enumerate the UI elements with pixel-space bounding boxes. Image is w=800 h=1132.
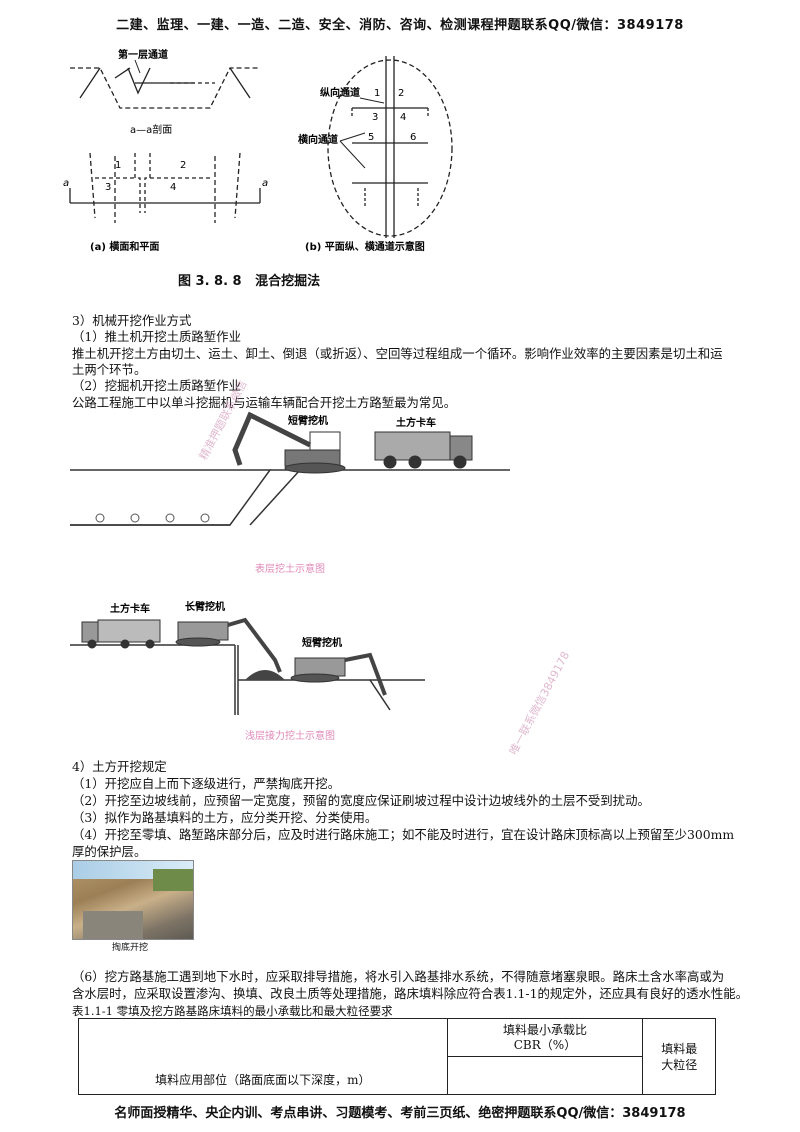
figure-388-right: 纵向通道 横向通道 1 2 3 4 5 6 (b) 平面纵、横通道示意图 <box>298 56 453 253</box>
figure-surface-excavation: 短臂挖机 土方卡车 <box>70 411 510 526</box>
watermark-2: 唯一联系微信3849178 <box>506 649 573 758</box>
cell-r6: 6 <box>410 132 416 143</box>
sub-caption-b: (b) 平面纵、横通道示意图 <box>305 240 425 253</box>
table-col2-line1: 填料最小承载比 <box>502 1022 587 1037</box>
label-truck-1: 土方卡车 <box>396 416 436 429</box>
table-header-col3: 填料最 大粒径 <box>642 1018 716 1095</box>
table-col3-line1: 填料最 <box>661 1041 698 1056</box>
cell-r2: 2 <box>398 88 404 99</box>
rule-6-line1: （6）挖方路基施工遇到地下水时，应采取排导措施，将水引入路基排水系统，不得随意堵… <box>72 969 725 984</box>
table-col3-line2: 大粒径 <box>661 1057 698 1072</box>
item2-title: （2）挖掘机开挖土质路堑作业 <box>72 378 241 393</box>
label-section: a—a剖面 <box>130 123 172 136</box>
page-header: 二建、监理、一建、一造、二造、安全、消防、咨询、检测课程押题联系QQ/微信：38… <box>116 18 684 33</box>
label-short-arm: 短臂挖机 <box>288 414 328 427</box>
excavation-photo <box>72 860 194 940</box>
table-1-1: 填料应用部位（路面底面以下深度，m） 填料最小承载比 CBR（%） 填料最 大粒… <box>78 1018 716 1095</box>
figure-388-left: 第一层通道 a—a剖面 a a 1 2 3 4 (a) 横面和平面 <box>63 48 268 253</box>
rule-2: （2）开挖至边坡线前，应预留一定宽度，预留的宽度应保证刷坡过程中设计边坡线外的土… <box>72 793 650 808</box>
item1-title: （1）推土机开挖土质路堑作业 <box>72 329 241 344</box>
rule-6-line2: 含水层时，应采取设置渗沟、换填、改良土质等处理措施，路床填料除应符合表1.1-1… <box>72 986 749 1001</box>
page-footer: 名师面授精华、央企内训、考点串讲、习题模考、考前三页纸、绝密押题联系QQ/微信：… <box>114 1106 686 1121</box>
caption-surface: 表层挖土示意图 <box>255 564 325 575</box>
caption-shallow: 浅层接力挖土示意图 <box>245 731 335 742</box>
label-short-arm-2: 短臂挖机 <box>302 636 342 649</box>
table-col1-label: 填料应用部位（路面底面以下深度，m） <box>155 1073 371 1087</box>
item1-line1: 推土机开挖土方由切土、运土、卸土、倒退（或折返）、空回等过程组成一个循环。影响作… <box>72 346 723 361</box>
label-a-right: a <box>262 178 268 189</box>
table-col2-line2: CBR（%） <box>513 1037 577 1052</box>
cell-3: 3 <box>105 182 111 193</box>
table-subcell <box>446 1056 644 1095</box>
figure-caption: 图 3. 8. 8 混合挖掘法 <box>178 274 321 289</box>
item1-line2: 土两个环节。 <box>72 362 147 377</box>
label-longitudinal: 纵向通道 <box>320 86 360 99</box>
table-title: 表1.1-1 零填及挖方路基路床填料的最小承载比和最大粒径要求 <box>72 1004 393 1018</box>
cell-r5: 5 <box>368 132 374 143</box>
figure-shallow-relay: 土方卡车 长臂挖机 短臂挖机 <box>70 600 425 715</box>
sub-caption-a: (a) 横面和平面 <box>90 240 159 253</box>
item2-line1: 公路工程施工中以单斗挖掘机与运输车辆配合开挖土方路堑最为常见。 <box>72 395 457 410</box>
table-header-col2: 填料最小承载比 CBR（%） <box>446 1018 644 1057</box>
cell-1: 1 <box>115 160 121 171</box>
cell-r3: 3 <box>372 112 378 123</box>
label-a-left: a <box>63 178 69 189</box>
rule-4-line2: 厚的保护层。 <box>72 844 147 859</box>
rule-3: （3）拟作为路基填料的土方，应分类开挖、分类使用。 <box>72 810 378 825</box>
rule-1: （1）开挖应自上而下逐级进行，严禁掏底开挖。 <box>72 776 341 791</box>
section4-title: 4）土方开挖规定 <box>72 759 167 774</box>
cell-2: 2 <box>180 160 186 171</box>
label-transverse: 横向通道 <box>298 133 338 146</box>
photo-caption: 掏底开挖 <box>112 943 149 953</box>
cell-4: 4 <box>170 182 176 193</box>
section3-title: 3）机械开挖作业方式 <box>72 313 192 328</box>
cell-r4: 4 <box>400 112 406 123</box>
rule-4-line1: （4）开挖至零填、路堑路床部分后，应及时进行路床施工；如不能及时进行，宜在设计路… <box>72 827 735 842</box>
label-long-arm: 长臂挖机 <box>185 600 225 613</box>
cell-r1: 1 <box>374 88 380 99</box>
label-first-channel: 第一层通道 <box>118 48 168 61</box>
table-header-col1: 填料应用部位（路面底面以下深度，m） <box>78 1018 448 1095</box>
label-truck-2: 土方卡车 <box>110 602 150 615</box>
